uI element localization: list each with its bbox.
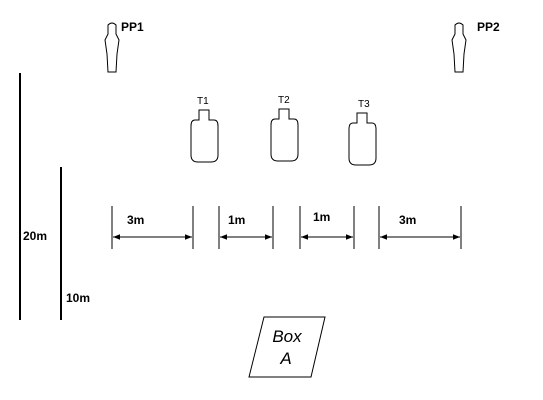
target-t2-label: T2	[278, 95, 290, 106]
target-t2	[270, 108, 299, 162]
popper-2-label: PP2	[477, 20, 500, 34]
popper-1-label: PP1	[121, 20, 144, 34]
target-t3	[348, 112, 377, 166]
box-label-line1: Box	[272, 327, 302, 346]
target-t1	[190, 109, 219, 163]
distance-label-20m: 20m	[23, 229, 47, 243]
target-t1-label: T1	[197, 96, 209, 107]
box-label-line2: A	[279, 349, 291, 368]
popper-1	[104, 22, 120, 73]
dimension-label-t1-t2: 1m	[228, 213, 245, 227]
target-t3-label: T3	[358, 99, 370, 110]
extension-lines	[111, 206, 462, 249]
distance-label-10m: 10m	[66, 291, 90, 305]
popper-2	[451, 22, 467, 73]
dimension-label-left: 3m	[127, 213, 144, 227]
dimension-label-t2-t3: 1m	[313, 210, 330, 224]
shooting-box-a	[248, 316, 326, 378]
dimension-label-right: 3m	[399, 213, 416, 227]
